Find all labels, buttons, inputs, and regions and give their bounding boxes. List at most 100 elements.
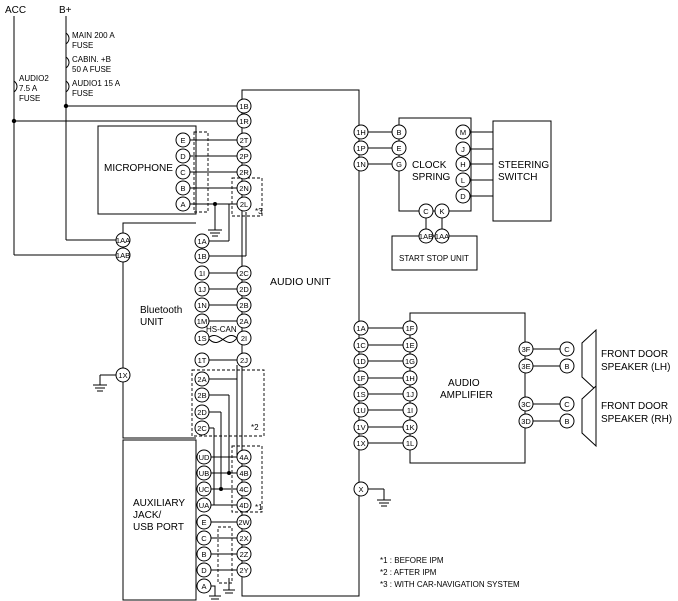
pin-connector: 4A (236, 449, 252, 465)
pin-label: 2A (239, 317, 248, 326)
pin-connector: 1I (402, 402, 418, 418)
pin-label: 1AA (435, 232, 449, 241)
auxiliary-box (122, 439, 197, 601)
audio-amplifier-label-line2: AMPLIFIER (440, 390, 493, 401)
pin-label: B (396, 128, 401, 137)
pin-connector: B (391, 124, 407, 140)
pin-label: C (564, 345, 570, 354)
pin-label: 1D (356, 357, 366, 366)
pin-connector: 1X (115, 367, 131, 383)
pin-connector: C (559, 396, 575, 412)
pin-connector: 1A (194, 233, 210, 249)
pin-label: 1B (197, 252, 206, 261)
pin-label: 4A (239, 453, 248, 462)
clock-spring-label-line2: SPRING (412, 172, 451, 183)
pin-connector: 1X (353, 435, 369, 451)
pin-label: 1R (239, 117, 249, 126)
pin-label: UB (199, 469, 209, 478)
main-fuse-line1: MAIN 200 A (72, 31, 115, 40)
pin-connector: 1J (194, 281, 210, 297)
steering-switch-label-line1: STEERING (498, 160, 549, 171)
fuse-symbol-audio1 (65, 80, 70, 93)
pin-label: 1P (356, 144, 365, 153)
pin-label: C (564, 400, 570, 409)
steering-switch-box (492, 120, 552, 222)
auxiliary-label-line3: USB PORT (133, 522, 184, 533)
start-stop-unit-label: START STOP UNIT (399, 254, 469, 263)
footnote-before-ipm: *1 : BEFORE IPM (380, 556, 444, 565)
pin-connector: 1D (353, 353, 369, 369)
pin-connector: M (455, 124, 471, 140)
pin-label: 4D (239, 501, 249, 510)
pin-connector: 1AA (434, 228, 450, 244)
pin-label: 2J (240, 356, 248, 365)
pin-connector: D (196, 562, 212, 578)
option-1-dashed-box (231, 445, 263, 513)
pin-connector: 1R (236, 113, 252, 129)
pin-connector: 1V (353, 419, 369, 435)
pin-label: A (201, 582, 206, 591)
pin-label: 1K (405, 423, 414, 432)
pin-connector: E (175, 132, 191, 148)
pin-label: 2C (239, 269, 249, 278)
junction-dot (227, 471, 231, 475)
pin-connector: 1AA (115, 232, 131, 248)
shield-dashed-box (217, 526, 233, 584)
pin-label: B (564, 417, 569, 426)
pin-label: 1AB (116, 251, 130, 260)
start-stop-unit-box (391, 235, 478, 271)
pin-connector: UC (196, 481, 212, 497)
audio-unit-label: AUDIO UNIT (270, 276, 331, 288)
pin-connector: 2D (194, 404, 210, 420)
pin-label: 1S (356, 390, 365, 399)
audio2-fuse-line2: 7.5 A (19, 84, 38, 93)
right-side-wiring (366, 131, 560, 507)
pin-label: 1G (405, 357, 415, 366)
pin-connector: C (196, 530, 212, 546)
pin-label: 2B (239, 301, 248, 310)
pin-connector: G (391, 156, 407, 172)
pin-label: 2Z (240, 550, 249, 559)
pin-connector: 2Y (236, 562, 252, 578)
pin-connector: 4C (236, 481, 252, 497)
pin-connector: 4D (236, 497, 252, 513)
speaker-lh-label-line1: FRONT DOOR (601, 349, 668, 360)
pin-connector: 3E (518, 358, 534, 374)
audio2-fuse-line1: AUDIO2 (19, 74, 49, 83)
hs-can-label: HS-CAN (206, 325, 237, 334)
pin-label: 1J (198, 285, 206, 294)
option-2-dashed-box (191, 369, 265, 437)
pin-label: 1A (197, 237, 206, 246)
pin-label: 2C (197, 424, 207, 433)
pin-label: 2I (241, 334, 247, 343)
pin-label: J (461, 145, 465, 154)
pin-connector: 2Z (236, 546, 252, 562)
pin-label: 1L (406, 439, 414, 448)
pin-connector: 3F (518, 341, 534, 357)
clock-spring-label-line1: CLOCK (412, 160, 447, 171)
bluetooth-unit-box (122, 222, 196, 439)
pin-connector: 1C (353, 337, 369, 353)
pin-connector: 1N (353, 156, 369, 172)
pin-label: 1C (356, 341, 366, 350)
pin-connector: 1F (402, 320, 418, 336)
pin-connector: A (196, 578, 212, 594)
pin-label: 1E (405, 341, 414, 350)
component-boxes: Bluetooth UNIT MICROPHONE AUXILIARY JACK… (97, 89, 552, 601)
pin-connector: L (455, 172, 471, 188)
pin-connector: 1F (353, 370, 369, 386)
pin-connector: 2X (236, 530, 252, 546)
pin-connector: 2W (236, 514, 252, 530)
pin-connector: 2L (236, 196, 252, 212)
shield-dashed-box (193, 131, 209, 213)
pin-connector: C (175, 164, 191, 180)
speaker-rh-label-line2: SPEAKER (RH) (601, 414, 672, 425)
speakers: FRONT DOOR SPEAKER (LH) FRONT DOOR SPEAK… (581, 328, 672, 448)
pin-label: UD (199, 453, 210, 462)
pin-label: 1AA (116, 236, 130, 245)
pin-label: 1H (356, 128, 366, 137)
pin-connector: 1S (194, 330, 210, 346)
pin-connector: E (391, 140, 407, 156)
pin-label: E (201, 518, 206, 527)
